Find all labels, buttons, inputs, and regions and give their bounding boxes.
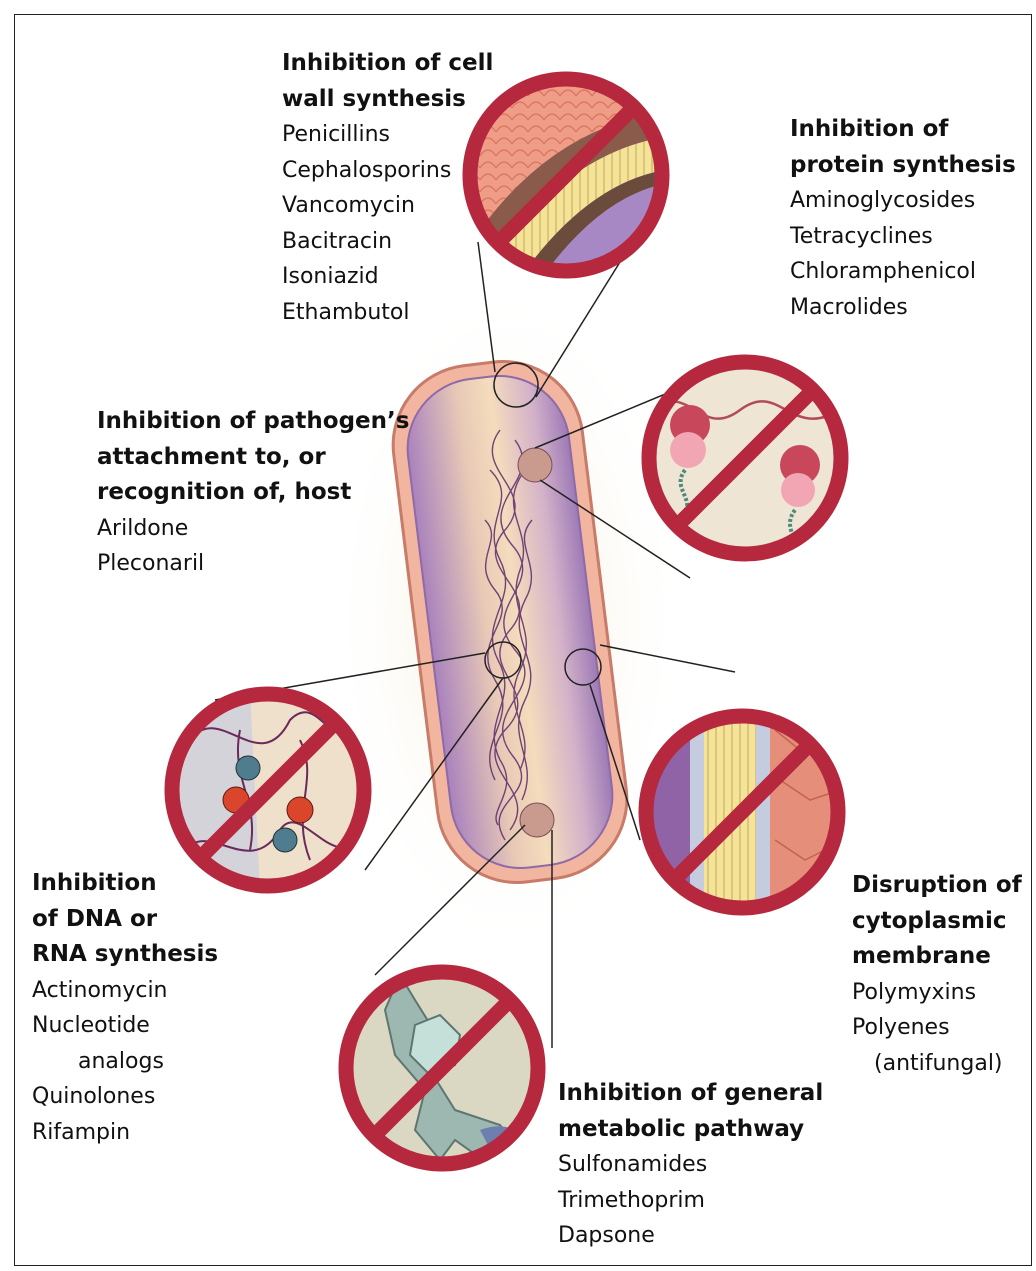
drug-name: Vancomycin xyxy=(282,188,493,224)
cell-wall-label: Inhibition of cell wall synthesis Penici… xyxy=(282,46,493,330)
metabolic-label: Inhibition of general metabolic pathway … xyxy=(558,1076,823,1254)
heading-line: Inhibition of xyxy=(790,112,1016,148)
heading-line: Inhibition of general xyxy=(558,1076,823,1112)
drug-name: Isoniazid xyxy=(282,259,493,295)
nucleic-acid-label: Inhibition of DNA or RNA synthesis Actin… xyxy=(32,866,218,1150)
protein-synthesis-label: Inhibition of protein synthesis Aminogly… xyxy=(790,112,1016,325)
heading-line: membrane xyxy=(852,939,1022,975)
drug-name: Penicillins xyxy=(282,117,493,153)
membrane-label: Disruption of cytoplasmic membrane Polym… xyxy=(852,868,1022,1081)
heading-line: wall synthesis xyxy=(282,82,493,118)
heading-line: of DNA or xyxy=(32,902,218,938)
drug-name: Ethambutol xyxy=(282,295,493,331)
heading-line: Inhibition of pathogen’s xyxy=(97,404,409,440)
drug-name: Trimethoprim xyxy=(558,1183,823,1219)
drug-name: Macrolides xyxy=(790,290,1016,326)
heading-line: RNA synthesis xyxy=(32,937,218,973)
drug-name: Polymyxins xyxy=(852,975,1022,1011)
heading-line: Disruption of xyxy=(852,868,1022,904)
drug-name: Polyenes xyxy=(852,1010,1022,1046)
drug-name: Pleconaril xyxy=(97,546,409,582)
drug-name: Arildone xyxy=(97,511,409,547)
drug-name: Quinolones xyxy=(32,1079,218,1115)
drug-name: Nucleotide xyxy=(32,1008,218,1044)
drug-name: (antifungal) xyxy=(852,1046,1022,1082)
drug-name: Chloramphenicol xyxy=(790,254,1016,290)
heading-line: attachment to, or xyxy=(97,440,409,476)
drug-name: Actinomycin xyxy=(32,973,218,1009)
drug-name: Dapsone xyxy=(558,1218,823,1254)
drug-name: Aminoglycosides xyxy=(790,183,1016,219)
heading-line: metabolic pathway xyxy=(558,1112,823,1148)
attachment-label: Inhibition of pathogen’s attachment to, … xyxy=(97,404,409,582)
drug-name: Tetracyclines xyxy=(790,219,1016,255)
heading-line: protein synthesis xyxy=(790,148,1016,184)
drug-name: Cephalosporins xyxy=(282,153,493,189)
heading-line: recognition of, host xyxy=(97,475,409,511)
heading-line: Inhibition of cell xyxy=(282,46,493,82)
bacterium-cell xyxy=(327,280,687,960)
heading-line: cytoplasmic xyxy=(852,904,1022,940)
drug-name: analogs xyxy=(32,1044,218,1080)
drug-name: Rifampin xyxy=(32,1115,218,1151)
heading-line: Inhibition xyxy=(32,866,218,902)
drug-name: Bacitracin xyxy=(282,224,493,260)
drug-name: Sulfonamides xyxy=(558,1147,823,1183)
